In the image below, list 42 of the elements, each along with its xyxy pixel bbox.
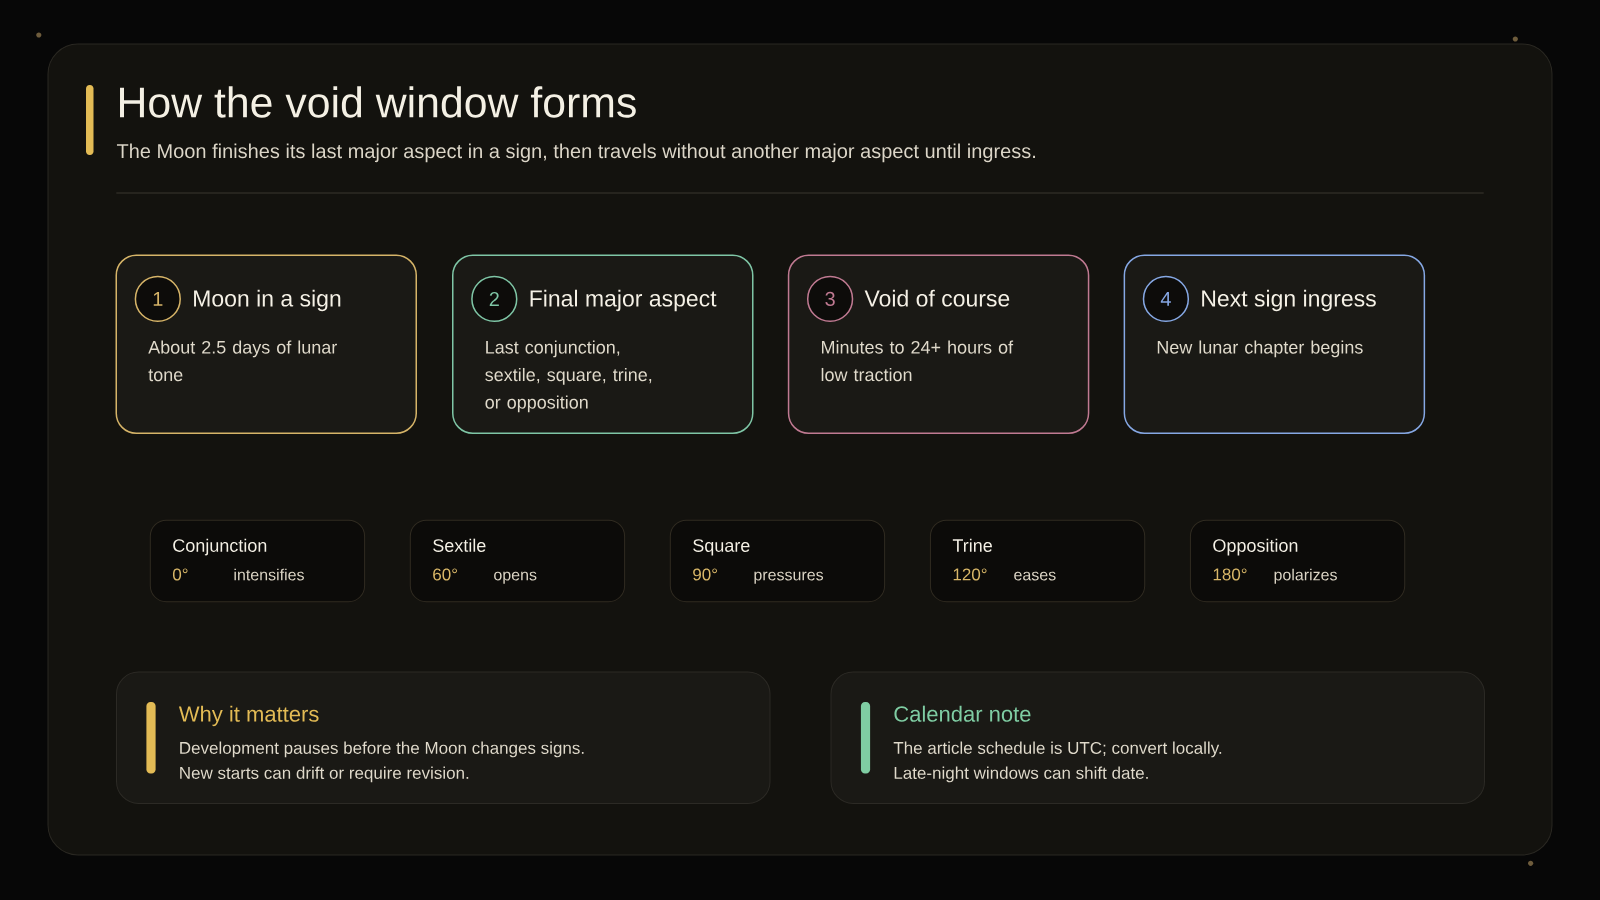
step-card [452, 254, 754, 434]
aspect-effect: pressures [754, 571, 824, 584]
note-card [116, 671, 771, 804]
aspect-effect: eases [1014, 571, 1056, 581]
note-heading: Calendar note [894, 705, 1031, 722]
note-text: Late-night windows can shift date. [894, 766, 1148, 783]
aspect-effect: opens [494, 571, 537, 584]
card-text: Minutes to 24+ hours of low traction [821, 340, 1014, 382]
aspect-name: Opposition [1213, 538, 1298, 556]
card-heading: Void of course [864, 289, 1010, 307]
note-heading: Why it matters [178, 705, 319, 727]
aspect-card [409, 519, 626, 603]
subtitle: The Moon finishes its last major aspect in a sign, then travels without another major aspect until ingress. [116, 143, 1035, 163]
aspect-card [1189, 519, 1406, 603]
degree-value: 90° [693, 568, 717, 581]
note-card [830, 671, 1485, 804]
title: How the void window forms [120, 86, 636, 118]
step-card [1123, 254, 1426, 434]
card-heading: Moon in a sign [194, 289, 341, 312]
aspect-effect: polarizes [1274, 568, 1337, 584]
degree-value: 60° [433, 568, 457, 581]
aspect-name: Square [693, 539, 750, 556]
aspect-card [669, 519, 886, 603]
card-text: New lunar chapter begins [1157, 340, 1363, 358]
aspect-name: Trine [952, 538, 992, 552]
aspect-name: Sextile [433, 538, 486, 552]
card-heading: Final major aspect [530, 289, 717, 312]
card-text: About 2.5 days of lunar tone [148, 340, 337, 382]
step-card [115, 254, 417, 434]
degree-value: 180° [1213, 568, 1247, 581]
degree-value: 0° [172, 568, 188, 581]
step-card [787, 254, 1090, 434]
card-heading: Next sign ingress [1202, 289, 1376, 312]
note-text: New starts can drift or require revision. [180, 766, 469, 783]
card-text: Last conjunction, sextile, square, trine, or opposition [485, 340, 652, 413]
note-text: Development pauses before the Moon changes signs. [180, 741, 584, 758]
aspect-effect: intensifies [234, 568, 304, 581]
note-text: The article schedule is UTC; convert locally. [893, 741, 1222, 758]
degree-value: 120° [953, 568, 987, 581]
aspect-card [149, 519, 366, 603]
aspect-name: Conjunction [173, 538, 267, 556]
aspect-card [929, 519, 1146, 603]
